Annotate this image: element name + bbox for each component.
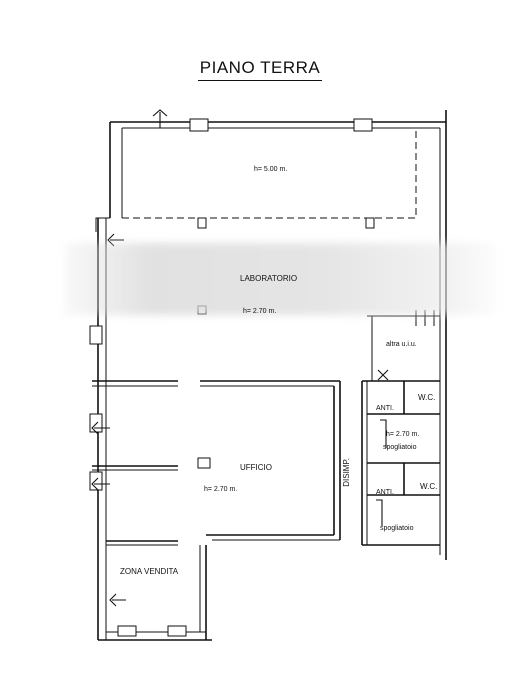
window-bottom-2	[167, 625, 187, 637]
laboratorio-label: LABORATORIO	[240, 274, 298, 283]
wc1-label: W.C.	[418, 393, 436, 402]
plan-title-text: PIANO TERRA	[197, 58, 323, 81]
anti1-label: ANTI.	[376, 405, 394, 412]
column-2	[365, 217, 375, 229]
entrance-arrow-bottom	[109, 593, 126, 607]
window-top-2	[353, 118, 373, 132]
height-uff-label: h= 2.70 m.	[204, 486, 238, 493]
column-1	[197, 217, 207, 229]
window-bottom-1	[117, 625, 137, 637]
plan-title: PIANO TERRA	[0, 58, 520, 81]
left-step	[95, 217, 110, 232]
entrance-arrow-top	[152, 109, 168, 128]
window-left-2	[89, 413, 103, 433]
disimp-label: DISIMP.	[342, 458, 351, 487]
mezzanine-outline	[122, 128, 417, 219]
door-anti1	[380, 419, 387, 448]
ufficio-label: UFFICIO	[240, 463, 272, 472]
zona-vendita-label: ZONA VENDITA	[120, 567, 179, 576]
entrance-arrow-left-2	[91, 421, 110, 435]
wc2-label: W.C.	[420, 482, 438, 491]
height-lab-label: h= 2.70 m.	[243, 308, 277, 315]
door-altra	[377, 369, 389, 381]
door-anti2	[376, 499, 383, 526]
column-ufficio	[197, 457, 211, 469]
window-left-1	[89, 325, 103, 345]
height-top-label: h= 5.00 m.	[254, 166, 288, 173]
entrance-arrow-left-3	[91, 477, 110, 491]
spogliatoio1-label: spogliatoio	[383, 444, 417, 451]
altra-uiu-label: altra u.i.u.	[386, 341, 417, 348]
height-spog-label: h= 2.70 m.	[386, 431, 420, 438]
watermark-blur	[64, 243, 496, 315]
window-top-1	[189, 118, 209, 132]
spogliatoio2-label: spogliatoio	[380, 525, 414, 532]
anti2-label: ANTI.	[376, 489, 394, 496]
